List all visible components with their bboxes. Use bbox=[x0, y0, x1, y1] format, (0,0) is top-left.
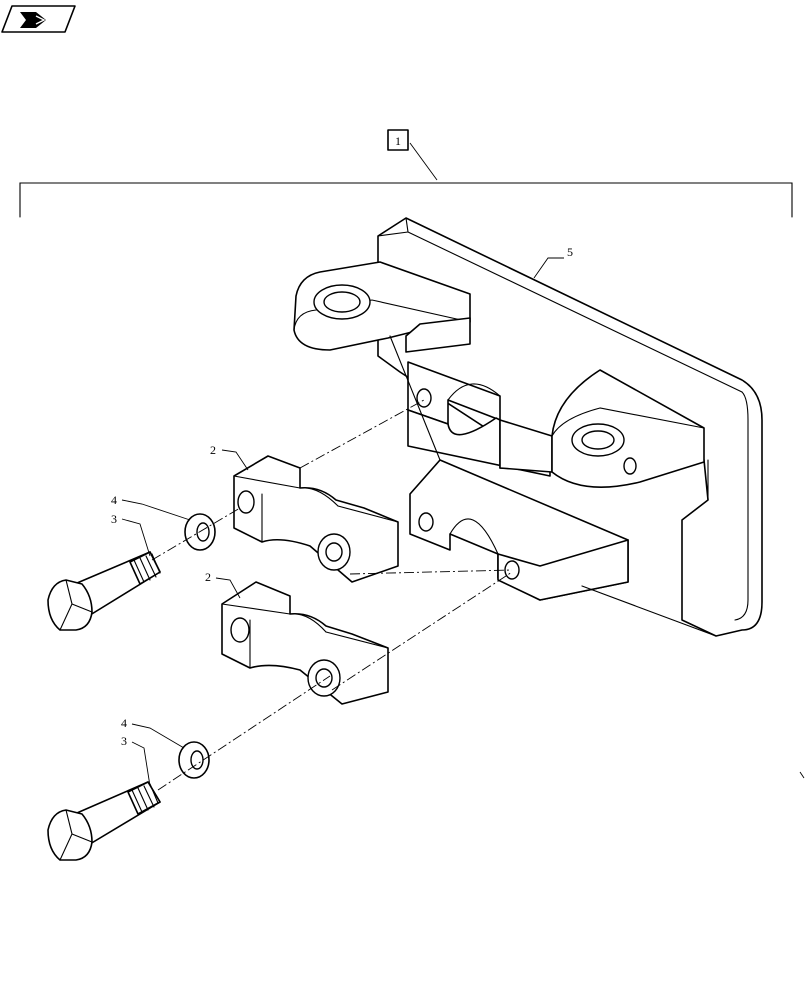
assembly-axes bbox=[151, 399, 513, 791]
svg-text:4: 4 bbox=[121, 716, 127, 730]
svg-text:2: 2 bbox=[205, 570, 211, 584]
main-bracket bbox=[293, 217, 763, 637]
callout-washer-upper: 4 bbox=[111, 493, 191, 521]
corner-mark bbox=[799, 771, 805, 779]
clamp-half-lower bbox=[221, 581, 389, 705]
callout-clamp-upper: 2 bbox=[210, 443, 249, 471]
washer-upper bbox=[184, 513, 216, 551]
washer-lower bbox=[178, 741, 210, 779]
clamp-half-upper bbox=[233, 455, 399, 583]
axis-upper-right bbox=[299, 399, 425, 469]
svg-text:3: 3 bbox=[111, 512, 117, 526]
bolt-lower bbox=[47, 781, 161, 861]
axis-middle-right bbox=[349, 569, 513, 575]
axis-mid-link bbox=[331, 571, 513, 691]
callout-bolt-upper: 3 bbox=[111, 512, 151, 557]
svg-text:4: 4 bbox=[111, 493, 117, 507]
svg-text:5: 5 bbox=[567, 245, 573, 259]
callout-bracket: 5 bbox=[533, 245, 573, 279]
book-arrow-icon[interactable] bbox=[1, 5, 76, 33]
callout-clamp-lower: 2 bbox=[205, 570, 241, 599]
assembly-callout-number: 1 bbox=[395, 134, 401, 148]
assembly-callout: 1 bbox=[19, 129, 793, 218]
axis-lower-left bbox=[157, 675, 331, 791]
callout-bolt-lower: 3 bbox=[121, 734, 151, 787]
callout-washer-lower: 4 bbox=[121, 716, 185, 749]
assembly-bracket bbox=[19, 182, 793, 218]
svg-text:2: 2 bbox=[210, 443, 216, 457]
svg-text:3: 3 bbox=[121, 734, 127, 748]
bolt-upper bbox=[47, 551, 161, 631]
axis-upper-left bbox=[151, 507, 241, 561]
